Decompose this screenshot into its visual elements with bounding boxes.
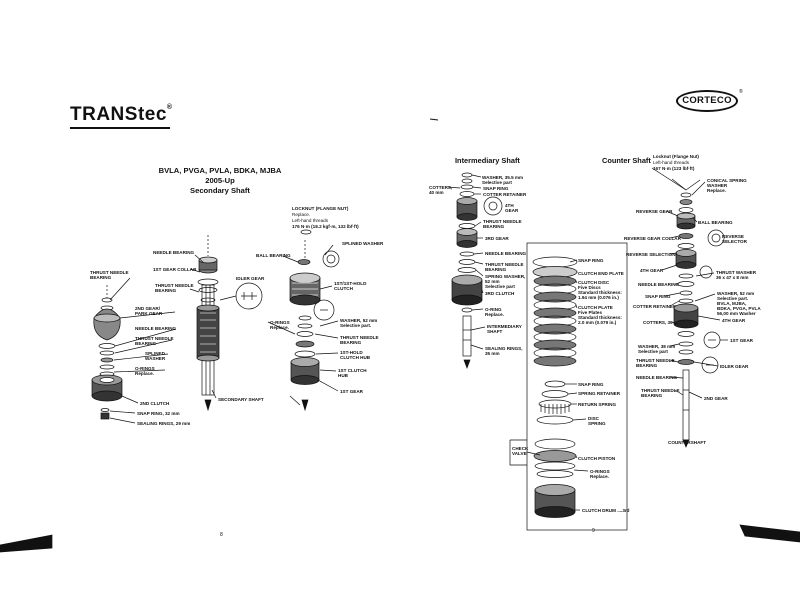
label-spring-retainer: SPRING RETAINER bbox=[578, 391, 621, 396]
countershaft-drawing bbox=[671, 178, 725, 448]
label-splined-washer-top: SPLINED WASHER bbox=[342, 241, 384, 246]
label-sealing-rings-35: SEALING RINGS, 35 mm bbox=[485, 346, 523, 356]
label-spring-washer: SPRING WASHER, 52 mm Selective part bbox=[485, 274, 526, 289]
label-i-needle-bearing: NEEDLE BEARING bbox=[485, 251, 527, 256]
label-clutch-plate: CLUTCH PLATE Five Plates Standard thickn… bbox=[578, 305, 622, 325]
label-thrust-needle-bearing-left: THRUST NEEDLE BEARING bbox=[90, 270, 129, 280]
label-r-idler-gear: IDLER GEAR bbox=[720, 364, 749, 369]
label-third-clutch: 3RD CLUTCH bbox=[485, 291, 515, 296]
label-washer-52: WASHER, 52 mm Selective part. bbox=[340, 318, 378, 328]
label-first-gear: 1ST GEAR bbox=[340, 389, 363, 394]
label-locknut-replace: Replace. bbox=[292, 212, 311, 217]
label-return-spring: RETURN SPRING bbox=[578, 402, 617, 407]
first-clutch-stack-drawing bbox=[289, 229, 340, 412]
label-needle-bearing-2: NEEDLE BEARING bbox=[135, 326, 177, 331]
label-secondary-shaft: SECONDARY SHAFT bbox=[218, 397, 264, 402]
label-splined-washer: SPLINED WASHER bbox=[145, 351, 166, 361]
scan-artifact-right bbox=[739, 524, 800, 543]
label-second-clutch: 2ND CLUTCH bbox=[140, 401, 170, 406]
clutch-pack-frame bbox=[526, 242, 628, 531]
label-cotters-40: COTTERS, 40 mm bbox=[429, 185, 453, 195]
label-first-gear-collar: 1ST GEAR COLLAR bbox=[153, 267, 197, 272]
label-clutch-end-plate: CLUTCH END PLATE bbox=[578, 271, 624, 276]
transtec-logo: TRANStec® bbox=[70, 104, 173, 125]
check-valve-bracket bbox=[509, 439, 527, 466]
label-r-snap-ring: SNAP RING bbox=[645, 294, 671, 299]
label-sealing-rings-29: SEALING RINGS, 29 mm bbox=[137, 421, 191, 426]
label-intermediary-shaft: INTERMEDIARY SHAFT bbox=[487, 324, 522, 334]
label-r-locknut-threads: Left-hand threads bbox=[653, 160, 690, 165]
label-cotters: COTTERS, 39 mm bbox=[643, 320, 683, 325]
label-thrust-needle-bearing-3: THRUST NEEDLE BEARING bbox=[135, 336, 174, 346]
label-fourth-clutch: 4TH GEAR bbox=[722, 318, 746, 323]
label-washer-38: WASHER, 38 mm Selective part bbox=[638, 344, 676, 354]
label-i-thrust-needle: THRUST NEEDLE BEARING bbox=[483, 219, 522, 229]
label-snap-ring-32: SNAP RING, 32 mm bbox=[137, 411, 180, 416]
label-locknut-threads: Left-hand threads bbox=[292, 218, 329, 223]
label-needle-bearing: NEEDLE BEARING bbox=[153, 250, 195, 255]
label-idler-gear: IDLER GEAR bbox=[236, 276, 265, 281]
label-second-gear: 2ND GEAR bbox=[704, 396, 728, 401]
label-r-first-gear: 1ST GEAR bbox=[730, 338, 753, 343]
label-reverse-gear: REVERSE GEAR bbox=[636, 209, 673, 214]
page-number-left: 8 bbox=[220, 532, 223, 538]
intermediary-shaft-title: Intermediary Shaft bbox=[455, 156, 520, 165]
label-o-rings: O-RINGS Replace. bbox=[270, 320, 290, 330]
label-second-gear-park: 2ND GEAR/ PARK GEAR bbox=[135, 306, 163, 316]
label-first-clutch-hub: 1ST CLUTCH HUB bbox=[338, 368, 367, 378]
label-r-ball-bearing: BALL BEARING bbox=[698, 220, 733, 225]
label-r-needle-bearing-2: NEEDLE BEARING bbox=[636, 375, 678, 380]
label-r-needle-bearing: NEEDLE BEARING bbox=[638, 282, 680, 287]
label-washer-35: WASHER, 35.5 mm Selective part bbox=[482, 175, 524, 185]
label-i-snap-ring: SNAP RING bbox=[483, 186, 509, 191]
label-locknut: LOCKNUT (FLANGE NUT) bbox=[292, 206, 349, 211]
label-fourth-gear: 4TH GEAR bbox=[505, 203, 519, 213]
label-washer-selective: WASHER, 52 mm Selective part. BVLA, MJBA… bbox=[717, 291, 761, 316]
label-o-rings-clutch: O-RINGS Replace. bbox=[590, 469, 610, 479]
clutch-pack-drawing bbox=[532, 256, 578, 518]
label-snap-ring-2: SNAP RING bbox=[578, 382, 604, 387]
label-r-locknut: Locknut (Flange Nut) bbox=[653, 154, 699, 159]
label-r-locknut-torque: 167 N·m (123 lbf·ft) bbox=[653, 166, 695, 171]
page-number-right: 9 bbox=[592, 528, 595, 534]
scan-artifact-left bbox=[0, 534, 53, 553]
label-reverse-selector-hub: REVERSE SELECTION HUB bbox=[626, 252, 687, 257]
label-o-ring: O-RING Replace. bbox=[485, 307, 504, 317]
label-r-thrust-needle-3: THRUST NEEDLE BEARING bbox=[641, 388, 680, 398]
label-third-gear: 3RD GEAR bbox=[485, 236, 509, 241]
label-snap-ring-top: SNAP RING bbox=[578, 258, 604, 263]
label-fourth-gear-r: 4TH GEAR bbox=[640, 268, 664, 273]
label-thrust-needle-bearing-mid: THRUST NEEDLE BEARING bbox=[155, 283, 194, 293]
label-thrust-washer: THRUST WASHER 36 x 47 x 8 mm bbox=[716, 270, 757, 280]
label-i-thrust-needle-2: THRUST NEEDLE BEARING bbox=[485, 262, 524, 272]
label-o-rings-2: O-RINGS Replace. bbox=[135, 366, 155, 376]
label-conical-washer: CONICAL SPRING WASHER Replace. bbox=[707, 178, 747, 193]
label-clutch-piston: CLUTCH PISTON bbox=[578, 456, 616, 461]
label-thrust-needle-bearing-r: THRUST NEEDLE BEARING bbox=[340, 335, 379, 345]
label-clutch-drum: CLUTCH DRUM ....3rd bbox=[582, 508, 630, 513]
label-locknut-torque: 176 N·m (18.2 kgf·m, 132 lbf·ft) bbox=[292, 224, 359, 229]
label-collar-retainer: COTTER RETAINER bbox=[633, 304, 677, 309]
label-first-hold-clutch: 1ST/1ST-HOLD CLUTCH bbox=[334, 281, 367, 291]
corteco-registered-mark: ® bbox=[739, 89, 743, 95]
counter-shaft-title: Counter Shaft bbox=[602, 156, 651, 165]
label-ball-bearing: BALL BEARING bbox=[256, 253, 291, 258]
secondary-shaft-drawing bbox=[196, 235, 220, 412]
label-first-hold-clutch-hub: 1ST-HOLD CLUTCH HUB bbox=[340, 350, 371, 360]
second-gear-stack-drawing bbox=[91, 285, 123, 420]
label-clutch-disc: CLUTCH DISC Five Discs Standard thicknes… bbox=[578, 280, 622, 300]
page-title: BVLA, PVGA, PVLA, BDKA, MJBA 2005-Up Sec… bbox=[158, 166, 282, 195]
label-r-thrust-needle: THRUST NEEDLE BEARING bbox=[636, 358, 675, 368]
label-reverse-gear-collar: REVERSE GEAR COLLAR bbox=[624, 236, 681, 241]
label-check-valve: CHECK VALVE bbox=[512, 446, 529, 456]
label-reverse-selector: REVERSE SELECTOR bbox=[722, 234, 747, 244]
label-cotter-retainer: COTTER RETAINER bbox=[483, 192, 527, 197]
corteco-logo: CORTECO bbox=[676, 90, 738, 112]
label-disc-spring: DISC SPRING bbox=[588, 416, 606, 426]
logo-underline bbox=[70, 127, 170, 129]
